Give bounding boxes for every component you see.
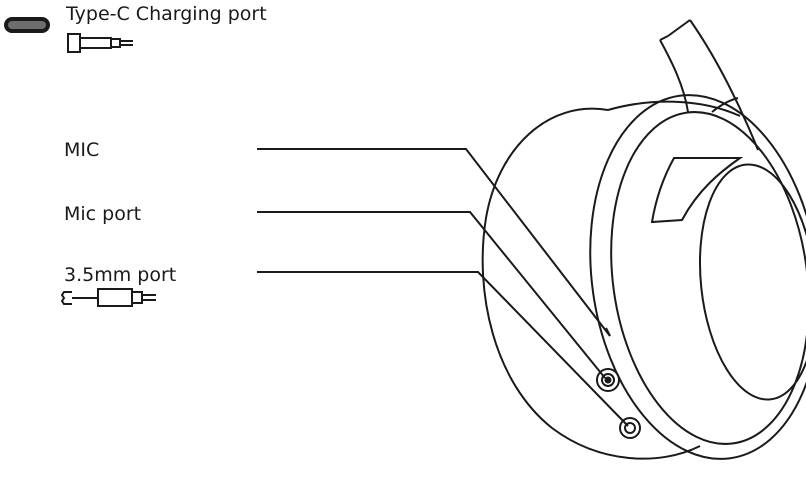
mic-label: MIC (64, 139, 100, 161)
typec-plug-icon (67, 33, 133, 53)
audio-port-leader-line (257, 271, 629, 427)
audio-jack-plug-icon (60, 288, 156, 307)
mic-port-leader-line (257, 211, 606, 379)
mic-leader-line (257, 148, 611, 337)
typec-port-icon (4, 17, 50, 33)
mic-port-label: Mic port (64, 203, 142, 225)
audio-port-label: 3.5mm port (64, 264, 177, 286)
headphone-earcup-icon (481, 19, 806, 460)
leader-lines (257, 148, 629, 427)
typec-charging-port-label: Type-C Charging port (66, 3, 267, 25)
